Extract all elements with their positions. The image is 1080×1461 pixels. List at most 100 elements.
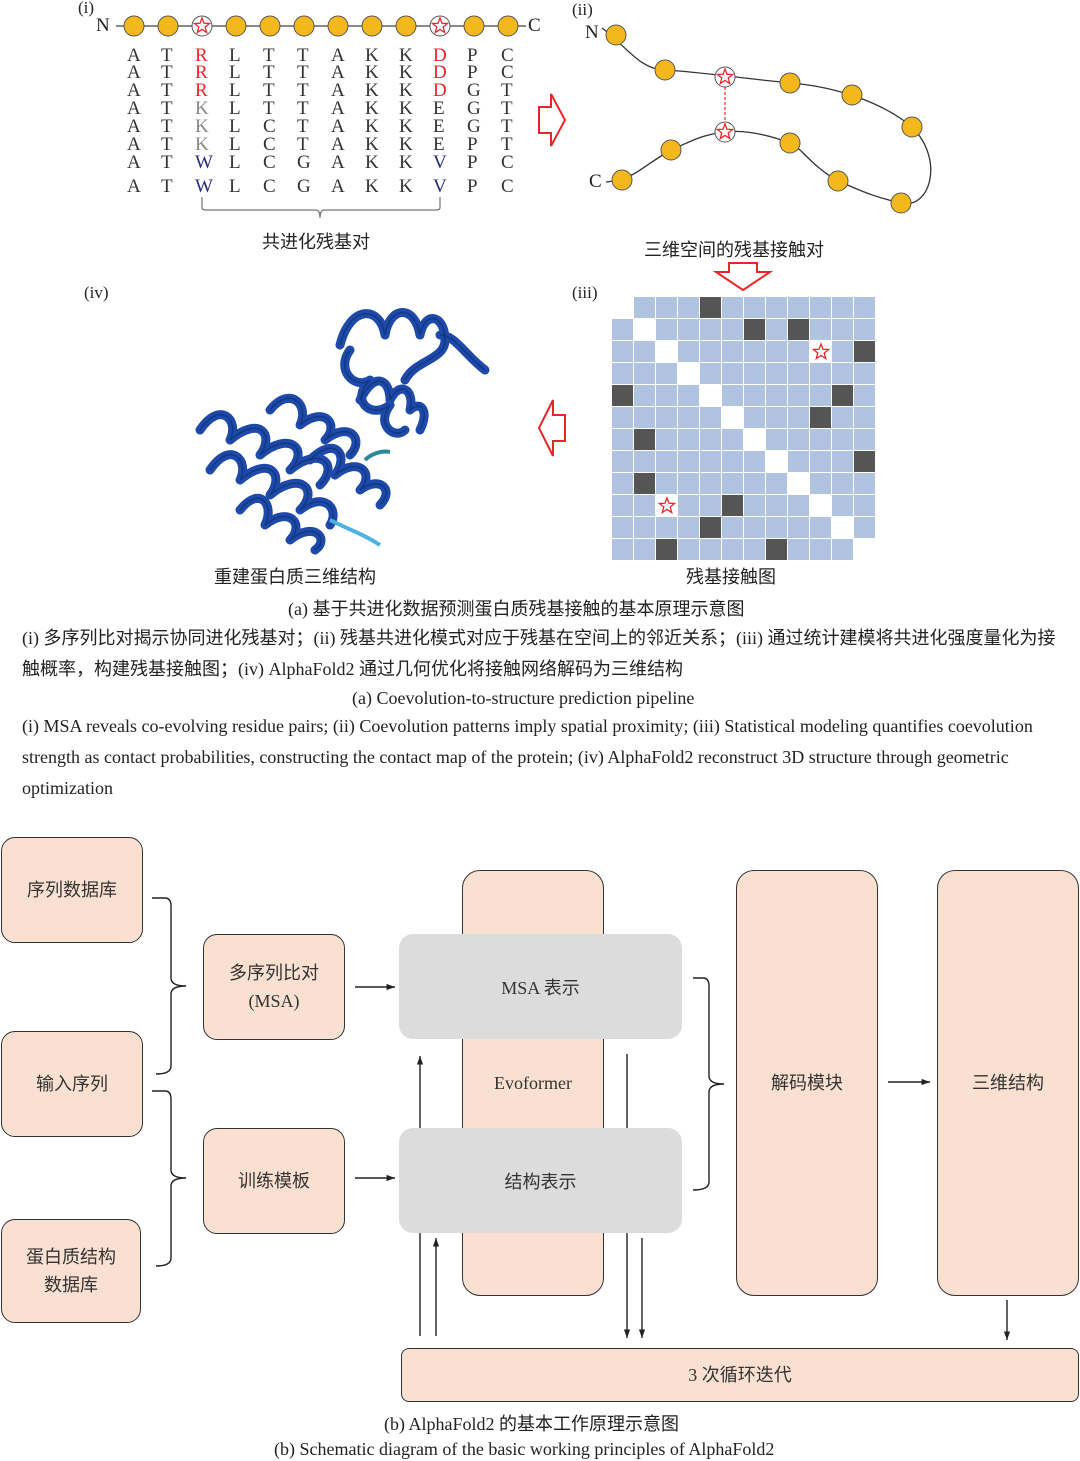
contact-map-cell — [810, 495, 831, 516]
contact-map-cell — [788, 319, 809, 340]
contact-map-cell — [700, 407, 721, 428]
label-iv: (iv) — [84, 283, 109, 302]
msa-residue: A — [331, 80, 345, 101]
contact-map-cell — [854, 407, 875, 428]
msa-residue: K — [399, 98, 413, 119]
structure-representation-label: 结构表示 — [504, 1171, 577, 1192]
contact-map-cell — [678, 517, 699, 538]
contact-map-cell — [832, 385, 853, 406]
residue-bead — [259, 15, 281, 37]
contact-map-cell — [766, 539, 787, 560]
residue-bead — [890, 192, 912, 214]
msa-residue: A — [331, 152, 345, 173]
msa-residue: K — [399, 62, 413, 83]
residue-bead — [225, 15, 247, 37]
msa-residue: C — [501, 176, 514, 197]
decoder-label: 解码模块 — [771, 1073, 843, 1093]
msa-residue: A — [127, 98, 141, 119]
star-icon — [430, 16, 450, 34]
msa-residue: R — [195, 45, 208, 66]
msa-representation-label: MSA 表示 — [501, 977, 580, 998]
msa-residue: K — [399, 80, 413, 101]
msa-residue: E — [433, 98, 445, 119]
arrow-msa-to-repr-head — [386, 983, 395, 991]
contact-map-cell — [700, 473, 721, 494]
contact-map-cell — [678, 451, 699, 472]
contact-map-cell — [612, 319, 633, 340]
msa-residue: V — [433, 152, 447, 173]
msa-residue: D — [433, 45, 447, 66]
chain-c-label: C — [589, 171, 602, 192]
residue-bead — [779, 72, 801, 94]
msa-representation-box: MSA 表示 — [399, 934, 682, 1039]
contact-map-cell — [744, 385, 765, 406]
msa-residue: K — [365, 80, 379, 101]
contact-map-cell — [744, 451, 765, 472]
msa-residue: A — [127, 134, 141, 155]
residue-bead — [123, 15, 145, 37]
contact-map-cell — [700, 385, 721, 406]
msa-residue: T — [263, 98, 275, 119]
contact-map-cell — [678, 407, 699, 428]
contact-map-cell — [722, 495, 743, 516]
contact-map-cell — [832, 429, 853, 450]
contact-map-label: 残基接触图 — [686, 567, 776, 587]
protein-ribbon-shade — [239, 497, 322, 551]
msa-residue: K — [365, 98, 379, 119]
msa-residue: T — [161, 45, 173, 66]
chain-n-label: N — [585, 22, 599, 43]
contact-map-cell — [766, 363, 787, 384]
contact-map-cell — [634, 319, 655, 340]
contact-map-cell — [612, 495, 633, 516]
msa-residue: L — [229, 152, 241, 173]
structure-label: 重建蛋白质三维结构 — [214, 567, 376, 587]
msa-residue: A — [127, 80, 141, 101]
contact-map-cell — [832, 495, 853, 516]
protein-ribbon-shade — [359, 380, 425, 431]
contact-map-cell — [722, 451, 743, 472]
contact-map-cell — [766, 341, 787, 362]
contact-map-cell — [744, 517, 765, 538]
contact-map-cell — [832, 539, 853, 560]
contact-map-cell — [678, 495, 699, 516]
recycling-box: 3 次循环迭代 — [401, 1348, 1079, 1402]
caption-b-en: (b) Schematic diagram of the basic worki… — [274, 1439, 775, 1459]
msa-residue: L — [229, 98, 241, 119]
contact-map-cell — [656, 297, 677, 318]
arrow-down-2-head — [638, 1329, 646, 1338]
msa-residue: T — [501, 116, 513, 137]
residue-bead — [395, 15, 417, 37]
contact-map-cell — [678, 473, 699, 494]
msa-residue: K — [365, 45, 379, 66]
residue-bead — [827, 170, 849, 192]
msa-residue: K — [195, 134, 209, 155]
protein-loop — [363, 449, 391, 462]
contact-map-cell — [744, 473, 765, 494]
msa-residue: K — [365, 134, 379, 155]
contact-map-cell — [766, 473, 787, 494]
contact-map-cell — [634, 297, 655, 318]
msa-residue: K — [365, 116, 379, 137]
msa-residue: T — [161, 98, 173, 119]
contact-map-cell — [634, 363, 655, 384]
contact-map-cell — [788, 363, 809, 384]
arrow-recycle-up-1-head — [416, 1056, 424, 1065]
caption-a-cn: (a) 基于共进化数据预测蛋白质残基接触的基本原理示意图 — [288, 599, 745, 619]
residue-bead — [497, 15, 519, 37]
msa-residue: T — [297, 62, 309, 83]
residue-bead — [654, 59, 676, 81]
msa-residue: L — [229, 134, 241, 155]
residue-bead — [841, 84, 863, 106]
contact-map-cell — [810, 363, 831, 384]
star-icon — [811, 342, 831, 360]
contact-map-cell — [810, 407, 831, 428]
msa-residue: C — [263, 116, 276, 137]
contact-map-cell — [832, 473, 853, 494]
contact-map-cell — [766, 297, 787, 318]
msa-residue: R — [195, 62, 208, 83]
caption-a-en: (a) Coevolution-to-structure prediction … — [352, 688, 695, 708]
contact-map-cell — [810, 319, 831, 340]
contact-map-cell — [766, 385, 787, 406]
msa-residue: A — [331, 176, 345, 197]
